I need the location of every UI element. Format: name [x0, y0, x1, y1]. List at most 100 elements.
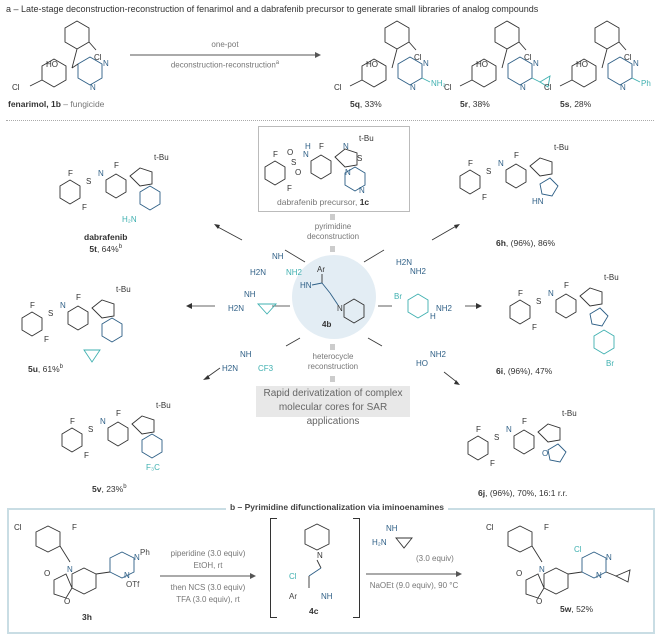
gray-arrow-top: [330, 214, 335, 220]
svg-text:F: F: [518, 289, 523, 298]
amidine-b-nh: NH: [386, 524, 398, 533]
fenarimol-structure: Cl HO Cl NN: [12, 20, 109, 92]
cf3-amidine-nh: NH: [240, 350, 252, 359]
svg-text:N: N: [90, 83, 96, 92]
hydroxylamine-nh2: NH2: [430, 350, 447, 359]
svg-text:N: N: [423, 59, 429, 68]
svg-text:S: S: [486, 167, 491, 176]
svg-text:Cl: Cl: [12, 83, 20, 92]
svg-text:N: N: [506, 425, 512, 434]
product-5s-structure: Cl HO Cl NN Ph: [544, 20, 651, 92]
svg-text:Ar: Ar: [317, 265, 325, 274]
svg-text:Ph: Ph: [641, 79, 651, 88]
svg-text:Cl: Cl: [94, 53, 102, 62]
svg-text:F: F: [72, 523, 77, 532]
svg-text:F: F: [68, 169, 73, 178]
gray-arrow-bottom: [330, 376, 335, 382]
svg-text:HO: HO: [366, 60, 378, 69]
svg-text:O: O: [516, 569, 522, 578]
product-5u-structure: FF SN F t-Bu: [21, 285, 131, 363]
svg-text:F: F: [116, 409, 121, 418]
product-6i-label: 6i, (96%), 47%: [496, 366, 553, 376]
svg-text:HN: HN: [300, 281, 312, 290]
svg-text:N: N: [337, 304, 343, 313]
svg-text:F₃C: F₃C: [146, 463, 160, 472]
svg-text:F: F: [532, 323, 537, 332]
svg-text:F: F: [476, 425, 481, 434]
svg-text:S: S: [494, 433, 499, 442]
fenarimol-label: fenarimol, 1b – fungicide: [8, 99, 105, 109]
svg-text:F: F: [319, 142, 324, 151]
svg-text:HN: HN: [532, 197, 544, 206]
svg-text:O: O: [295, 168, 301, 177]
svg-text:F: F: [490, 459, 495, 468]
intermediate-4b-circle: Ar HN N 4b: [292, 255, 376, 339]
svg-text:F: F: [468, 159, 473, 168]
svg-text:t-Bu: t-Bu: [604, 273, 619, 282]
product-5q-label: 5q, 33%: [350, 99, 382, 109]
svg-text:t-Bu: t-Bu: [154, 153, 169, 162]
svg-text:O: O: [64, 597, 70, 606]
step1-conditions-below: then NCS (3.0 equiv)TFA (3.0 equiv), rt: [170, 583, 246, 604]
guanidine-nh: NH: [272, 252, 284, 261]
product-5u-label: 5u, 61%b: [28, 364, 64, 374]
arrow-label-bottom: deconstruction-reconstructiona: [170, 60, 280, 70]
precursor-1c-structure: FF SOO NH F NS t-Bu NN: [264, 134, 374, 195]
reaction-arrow: [130, 52, 321, 58]
svg-text:F: F: [114, 161, 119, 170]
reagent-cyclopropyl-amidine: NH H2N: [228, 290, 288, 320]
product-5r-structure: Cl HO Cl N N: [444, 20, 551, 92]
guanidine-h2n: H2N: [250, 268, 267, 277]
svg-text:S: S: [357, 154, 362, 163]
svg-text:F: F: [44, 335, 49, 344]
svg-text:Cl: Cl: [444, 83, 452, 92]
svg-text:F: F: [287, 184, 292, 193]
intermediate-4c-ar: Ar: [289, 592, 297, 601]
svg-text:N: N: [533, 59, 539, 68]
svg-text:H₂N: H₂N: [122, 215, 137, 224]
svg-text:N: N: [134, 553, 140, 562]
product-5t-structure: FF SN F t-Bu H₂N: [59, 153, 169, 224]
section-divider: [6, 120, 654, 121]
guanidine-nh2: NH2: [286, 268, 303, 277]
panel-a-title: a – Late-stage deconstruction-reconstruc…: [6, 4, 539, 14]
svg-text:F: F: [273, 150, 278, 159]
svg-text:Cl: Cl: [524, 53, 532, 62]
product-5s-label: 5s, 28%: [560, 99, 592, 109]
svg-text:N: N: [520, 83, 526, 92]
svg-text:S: S: [86, 177, 91, 186]
svg-text:t-Bu: t-Bu: [156, 401, 171, 410]
intermediate-4c-nh: NH: [321, 592, 333, 601]
svg-text:HO: HO: [476, 60, 488, 69]
svg-text:F: F: [82, 203, 87, 212]
gray-arrow-lower: [330, 344, 335, 350]
hydrazine-br: Br: [394, 292, 402, 301]
reagent-cyclopropyl-amidine-b: NH H₂N: [372, 524, 413, 554]
intermediate-4b-structure: Ar HN N 4b: [300, 265, 365, 329]
svg-text:O: O: [536, 597, 542, 606]
svg-text:N: N: [498, 159, 504, 168]
svg-text:O: O: [542, 449, 548, 458]
precursor-label: dabrafenib precursor, 1c: [277, 197, 370, 207]
svg-text:Cl: Cl: [624, 53, 632, 62]
svg-text:t-Bu: t-Bu: [562, 409, 577, 418]
gray-arrow-mid: [330, 246, 335, 252]
svg-text:t-Bu: t-Bu: [359, 134, 374, 143]
svg-text:N: N: [596, 571, 602, 580]
intermediate-4c-structure: N: [304, 523, 330, 588]
step1-arrow: [160, 573, 256, 579]
svg-text:F: F: [84, 451, 89, 460]
reagent-cf3-amidine: NH H2N CF3: [222, 350, 284, 378]
svg-text:N: N: [620, 83, 626, 92]
cf3-amidine-h2n: H2N: [222, 364, 239, 373]
svg-text:F: F: [30, 301, 35, 310]
svg-text:NH₂: NH₂: [431, 79, 446, 88]
start-ph: Ph: [140, 548, 150, 557]
hydroxylamine-ho: HO: [416, 359, 428, 368]
intermediate-4b-id: 4b: [322, 320, 331, 329]
